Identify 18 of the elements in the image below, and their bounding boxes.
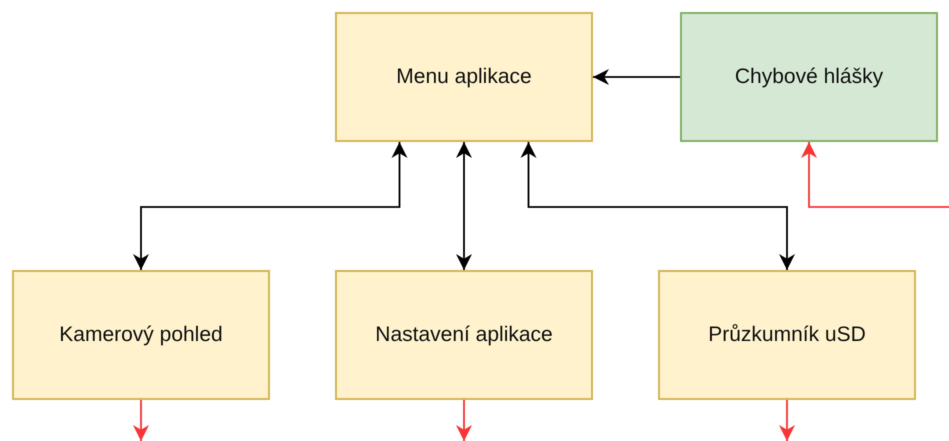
arrow — [133, 142, 408, 270]
arrow — [801, 142, 949, 208]
arrow — [456, 400, 472, 441]
process-box — [12, 270, 270, 400]
message-box — [680, 12, 938, 142]
arrow — [779, 400, 795, 441]
arrow — [520, 142, 795, 270]
process-box — [335, 12, 593, 142]
arrow — [456, 142, 472, 270]
arrow — [593, 69, 680, 85]
node-label: Kamerový pohled — [59, 323, 223, 347]
process-box — [658, 270, 916, 400]
node-label: Nastavení aplikace — [375, 323, 553, 347]
node-label: Chybové hlášky — [734, 65, 884, 89]
node-label: Menu aplikace — [396, 65, 532, 89]
node-label: Průzkumník uSD — [708, 323, 866, 347]
process-box — [335, 270, 593, 400]
arrow — [133, 400, 149, 441]
